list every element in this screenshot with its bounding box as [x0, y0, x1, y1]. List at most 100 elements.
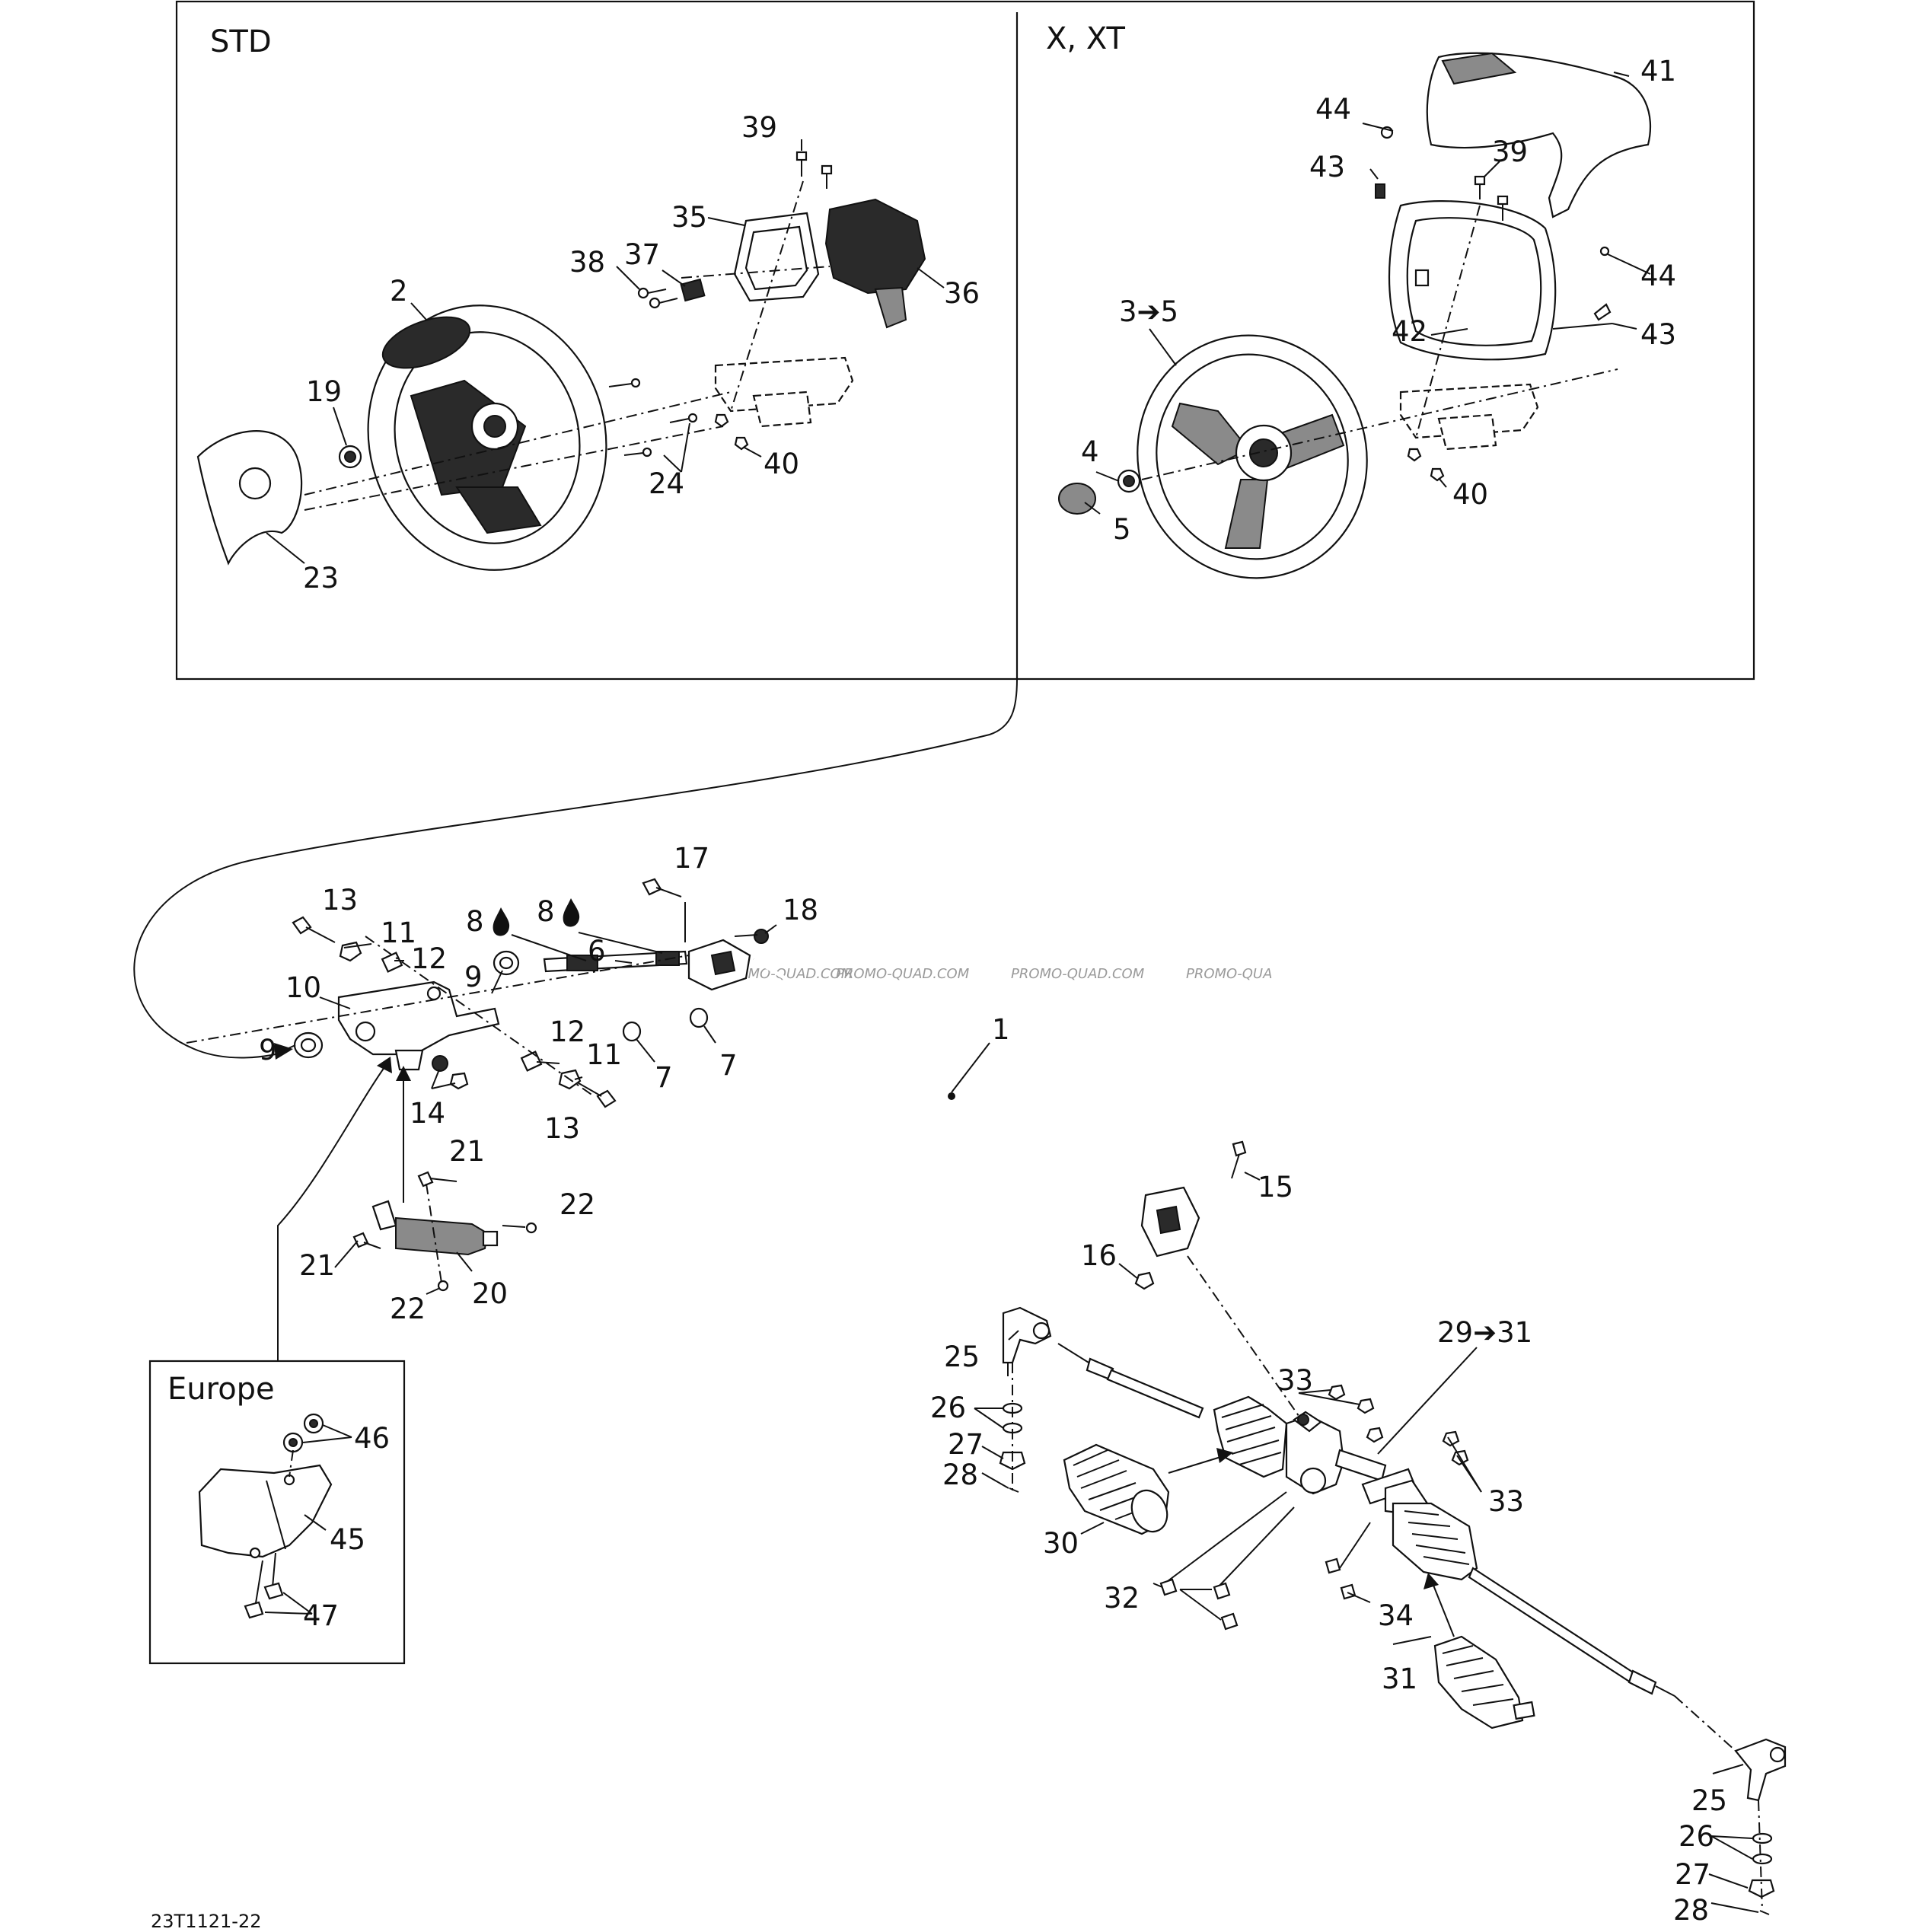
std-column-bracket	[714, 356, 854, 428]
callout-24: 24	[649, 467, 684, 500]
callout-27-right: 27	[1675, 1858, 1710, 1891]
callout-40-std: 40	[764, 448, 799, 480]
callout-44-top: 44	[1315, 93, 1351, 126]
tie-rod-end-right	[1734, 1738, 1787, 1802]
std-switch-37	[680, 278, 706, 302]
xt-axis-line-2	[1415, 205, 1481, 438]
boot-30-arrowhead	[1216, 1448, 1233, 1463]
callout-13-top: 13	[322, 884, 358, 917]
watermark-1: PROMO-QUAD.COM	[719, 966, 853, 982]
callout-43-top: 43	[1309, 151, 1345, 183]
loose-boot-30	[1063, 1443, 1170, 1535]
loose-boot-31	[1433, 1635, 1535, 1730]
switch-axis-line	[426, 1183, 442, 1283]
callout-9-right: 9	[464, 961, 483, 993]
callout-12-bottom: 12	[550, 1015, 585, 1048]
callout-40-xt: 40	[1452, 478, 1488, 511]
callout-21-bottom: 21	[299, 1249, 335, 1282]
left-cotter-28	[1009, 1487, 1019, 1493]
europe-nuts-46	[282, 1413, 324, 1478]
callout-26-right: 26	[1679, 1820, 1714, 1853]
screws-22	[437, 1222, 537, 1292]
grease-drop-icon	[563, 898, 580, 927]
column-axis-line	[186, 955, 690, 1044]
callout-29-31: 29➔31	[1437, 1316, 1532, 1349]
left-rack-boot	[1213, 1395, 1288, 1478]
std-screws-39	[795, 151, 833, 189]
callout-31: 31	[1382, 1663, 1417, 1695]
callout-41: 41	[1640, 55, 1676, 88]
boot-31-arrowhead	[1423, 1573, 1439, 1589]
callout-39-xt: 39	[1492, 135, 1528, 168]
callout-17: 17	[674, 842, 709, 875]
right-cotter-28	[1759, 1910, 1770, 1915]
callout-11-bottom: 11	[586, 1038, 622, 1071]
xt-screws-44	[1380, 126, 1610, 257]
watermark-4: PROMO-QUA	[1186, 966, 1272, 982]
std-steering-wheel	[367, 304, 607, 571]
right-rod-axis	[1674, 1695, 1736, 1752]
callout-1: 1	[992, 1013, 1010, 1046]
upper-universal-joint	[687, 939, 751, 991]
callout-7-left: 7	[655, 1061, 673, 1094]
bushing-9-right	[493, 950, 520, 976]
europe-arrow	[277, 1061, 389, 1361]
bolt-15	[1231, 1140, 1247, 1179]
callout-14: 14	[410, 1097, 445, 1130]
callout-38: 38	[569, 246, 605, 279]
callout-21-top: 21	[449, 1135, 485, 1168]
callout-7-right: 7	[719, 1049, 738, 1082]
callout-8-right: 8	[537, 895, 555, 928]
callout-3-5: 3➔5	[1119, 295, 1178, 328]
europe-bolts-47	[244, 1552, 284, 1619]
boot-31-arrow-line	[1430, 1579, 1455, 1637]
nuts-33	[1328, 1384, 1469, 1466]
callout-46: 46	[354, 1422, 390, 1455]
callout-32: 32	[1104, 1582, 1140, 1615]
europe-arrowhead	[377, 1057, 392, 1073]
callout-8-left: 8	[466, 905, 484, 938]
std-axis-line-1	[304, 391, 732, 496]
std-nuts-40	[714, 413, 749, 451]
callout-27-left: 27	[948, 1428, 984, 1461]
std-axis-line-3	[730, 180, 804, 412]
std-gauge-cluster	[824, 198, 926, 329]
callout-18: 18	[783, 894, 818, 926]
xt-gauge-bezel	[1388, 200, 1557, 361]
nuts-14	[432, 1055, 469, 1090]
callout-10: 10	[285, 971, 321, 1004]
bolts-13	[292, 916, 617, 1108]
std-nut-19	[338, 445, 362, 469]
xt-nut-4	[1117, 469, 1141, 493]
callout-16: 16	[1081, 1239, 1117, 1272]
callout-44-right: 44	[1640, 260, 1676, 292]
steering-shaft	[752, 957, 1151, 1201]
std-axis-line-2	[304, 426, 724, 511]
callout-2: 2	[390, 275, 408, 308]
callout-26-left: 26	[930, 1392, 966, 1424]
xt-screws-39	[1474, 175, 1509, 221]
callout-6: 6	[588, 935, 606, 968]
column-support-bracket	[337, 980, 500, 1071]
nut-16	[1134, 1271, 1155, 1290]
callout-33-right: 33	[1488, 1485, 1524, 1518]
bolts-32	[1159, 1491, 1295, 1631]
right-rack-boot	[1392, 1502, 1478, 1581]
callout-13-bottom: 13	[544, 1112, 580, 1145]
callout-37: 37	[624, 238, 660, 271]
xt-axis-line-1	[1141, 368, 1618, 480]
std-panel-title: STD	[210, 24, 272, 59]
std-screws-24	[608, 378, 698, 457]
callout-30: 30	[1043, 1527, 1079, 1560]
europe-guard-plate	[198, 1464, 333, 1559]
xt-nuts-40	[1407, 448, 1445, 482]
inner-tie-rod-right	[1468, 1567, 1675, 1697]
callout-22-right: 22	[560, 1188, 595, 1221]
right-washers-26	[1752, 1832, 1773, 1865]
xt-steering-wheel	[1137, 334, 1368, 579]
callout-12-top: 12	[411, 942, 447, 975]
grease-drop-icon	[493, 907, 510, 936]
callout-28-right: 28	[1673, 1894, 1709, 1927]
inner-tie-rod-left	[1057, 1343, 1204, 1419]
screws-21	[352, 1171, 434, 1249]
